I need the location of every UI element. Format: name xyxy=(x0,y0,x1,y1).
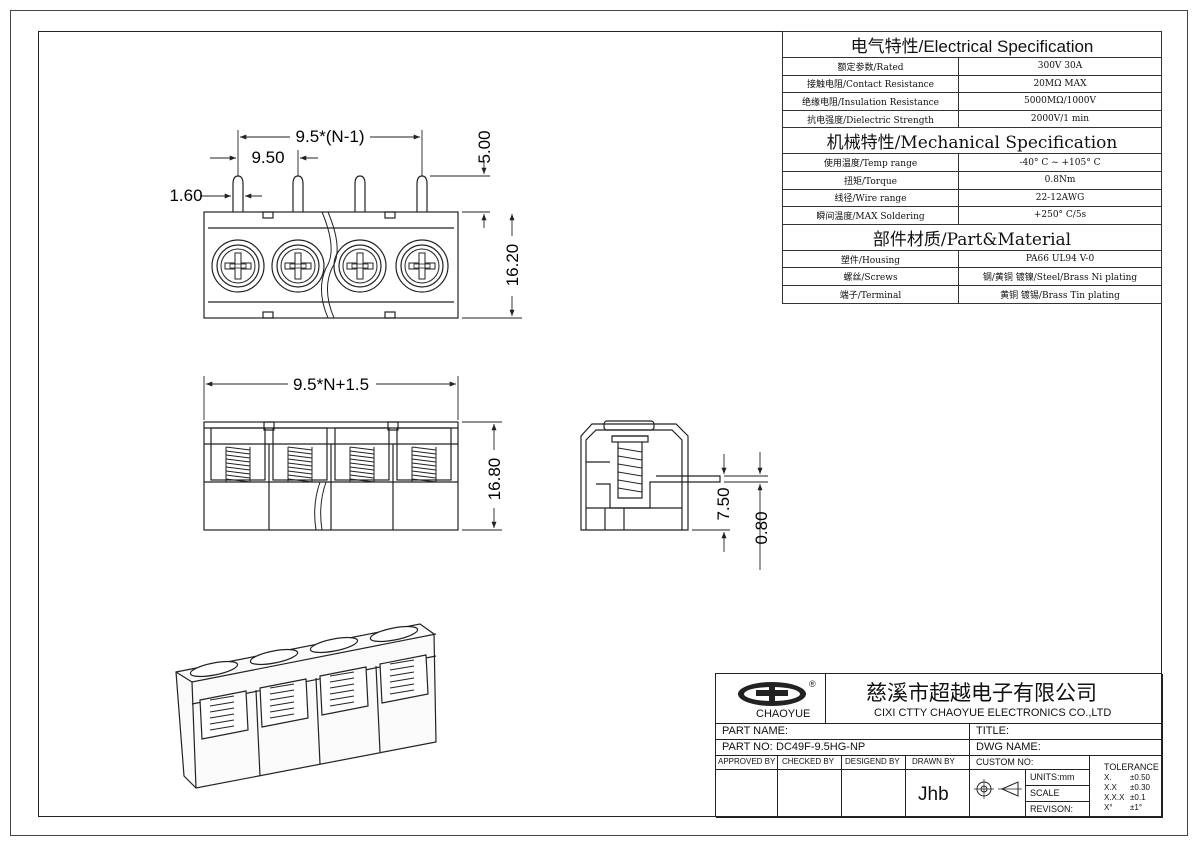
projection-symbol-cell xyxy=(970,770,1026,818)
dwg-name-label: DWG NAME: xyxy=(976,741,1041,753)
drawing-outer-frame xyxy=(10,10,1188,836)
dim-pin-length: 5.00 xyxy=(475,130,494,163)
dim-side-pin-offset: 7.50 xyxy=(714,487,733,520)
tolerance-value: ±0.30 xyxy=(1130,783,1150,792)
dim-pin-width: 1.60 xyxy=(169,186,202,205)
dim-body-height-front: 16.80 xyxy=(485,458,504,501)
tolerance-value: ±0.1 xyxy=(1130,793,1146,802)
custom-no-label: CUSTOM NO: xyxy=(976,757,1034,767)
tolerance-title: TOLERANCE xyxy=(1104,762,1159,772)
drawn-by-name: Jhb xyxy=(918,784,949,805)
part-no-label: PART NO: xyxy=(722,741,773,753)
tolerance-value: ±1° xyxy=(1130,803,1143,812)
checked-by-label: CHECKED BY xyxy=(782,757,835,766)
dim-overall-width: 9.5*N+1.5 xyxy=(293,375,369,394)
front-view xyxy=(203,421,459,531)
tolerance-key: X. xyxy=(1104,773,1112,782)
tolerance-value: ±0.50 xyxy=(1130,773,1150,782)
drawn-by-label: DRAWN BY xyxy=(912,757,955,766)
company-name-en: CIXI CTTY CHAOYUE ELECTRONICS CO.,LTD xyxy=(874,707,1112,719)
side-view xyxy=(580,420,721,531)
company-name-cn: 慈溪市超越电子有限公司 xyxy=(866,681,1097,705)
designed-by-label: DESIGEND BY xyxy=(845,757,900,766)
specification-table: 电气特性/Electrical Specification 额定参数/Rated… xyxy=(782,31,1162,304)
designed-by-value xyxy=(842,770,906,818)
scale-label: SCALE xyxy=(1030,788,1060,798)
approved-by-value xyxy=(716,770,778,818)
projection-symbol-icon xyxy=(974,779,1022,799)
logo-text: CHAOYUE xyxy=(756,708,811,720)
title-label: TITLE: xyxy=(976,725,1010,737)
side-view-dimensions xyxy=(692,452,768,570)
company-cell: 慈溪市超越电子有限公司 CIXI CTTY CHAOYUE ELECTRONIC… xyxy=(826,674,1163,724)
revision-label: REVISON: xyxy=(1030,804,1074,814)
isometric-view xyxy=(175,623,437,789)
company-logo-icon: ® xyxy=(738,679,816,706)
electrical-spec-title: 电气特性/Electrical Specification xyxy=(782,31,1162,58)
front-view-dimensions xyxy=(203,376,502,531)
tolerance-key: X.X.X xyxy=(1104,793,1125,802)
part-no-value: DC49F-9.5HG-NP xyxy=(776,741,866,753)
dim-pin-thickness: 0.80 xyxy=(752,511,771,544)
mechanical-spec-title: 机械特性/Mechanical Specification xyxy=(782,127,1162,155)
tolerance-key: X° xyxy=(1104,803,1113,812)
tolerance-key: X.X xyxy=(1104,783,1117,792)
dim-body-height-top: 16.20 xyxy=(503,244,522,287)
part-name-label: PART NAME: xyxy=(722,725,789,737)
tolerance-cell: TOLERANCE X. ±0.50 X.X ±0.30 X.X.X ±0.1 … xyxy=(1090,756,1163,818)
material-spec-title: 部件材质/Part&Material xyxy=(782,223,1162,251)
dim-pitch: 9.50 xyxy=(251,148,284,167)
top-view-dimensions xyxy=(200,130,522,319)
units-label: UNITS:mm xyxy=(1030,772,1075,782)
top-view xyxy=(203,175,459,319)
dim-pitch-total: 9.5*(N-1) xyxy=(296,127,365,146)
approved-by-label: APPROVED BY xyxy=(718,757,776,766)
pins xyxy=(232,175,428,212)
logo-registered-mark: ® xyxy=(809,679,816,689)
logo-cell: ® CHAOYUE xyxy=(716,674,826,724)
title-block: ® CHAOYUE 慈溪市超越电子有限公司 CIXI CTTY CHAOYUE … xyxy=(715,673,1163,818)
drawing-inner-frame xyxy=(38,31,1162,817)
spec-value: 黄铜 镀锡/Brass Tin plating xyxy=(958,284,1162,304)
checked-by-value xyxy=(778,770,842,818)
